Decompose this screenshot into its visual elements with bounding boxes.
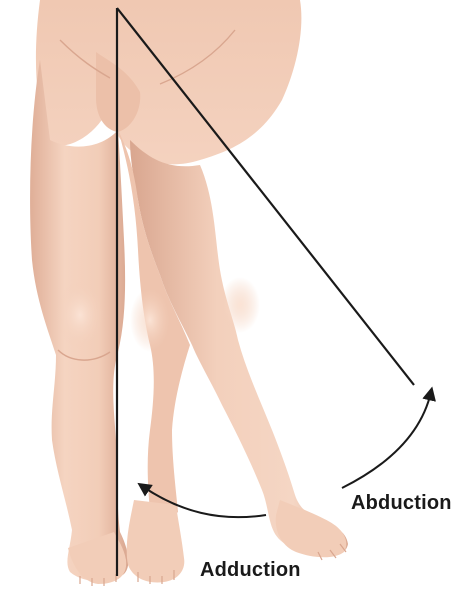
pelvis (36, 0, 301, 164)
inner-foot (127, 500, 185, 582)
abduction-arrow (342, 392, 431, 488)
right-knee (130, 288, 170, 352)
adduction-label: Adduction (200, 559, 301, 582)
left-knee (56, 281, 104, 349)
abduction-label: Abduction (351, 492, 452, 515)
abducted-foot (276, 500, 347, 557)
